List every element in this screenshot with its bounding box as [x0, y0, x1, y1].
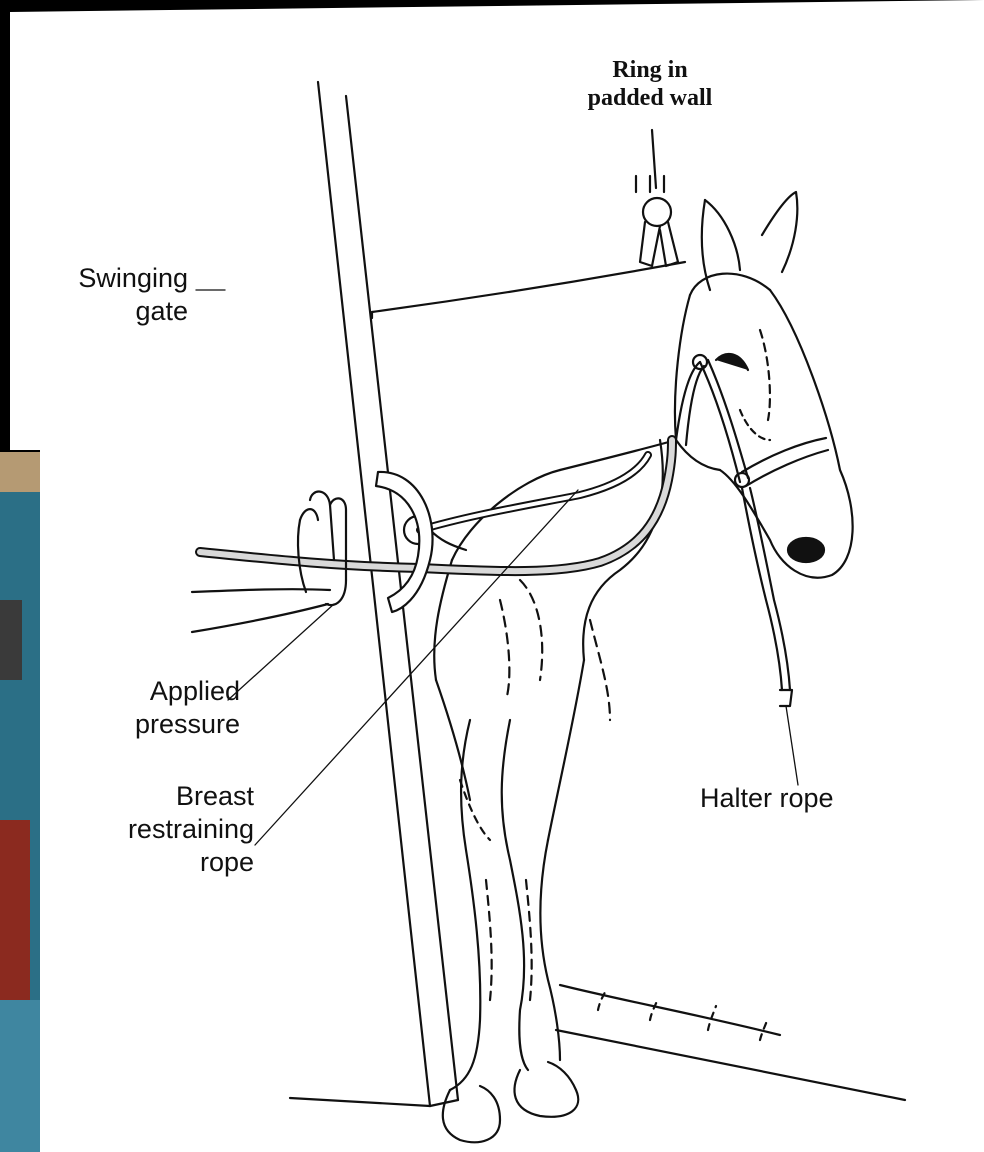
label-halter-rope: Halter rope	[700, 782, 834, 815]
label-ring-in-padded-wall: Ring in padded wall	[545, 56, 755, 112]
background-photo	[0, 452, 40, 1152]
label-applied-line1: Applied	[92, 675, 240, 708]
label-ring-line1: Ring in	[545, 56, 755, 84]
label-applied-line2: pressure	[92, 708, 240, 741]
label-breast-restraining-rope: Breast restraining rope	[74, 780, 254, 879]
label-swinging-line1: Swinging	[40, 262, 188, 295]
label-breast-line1: Breast	[74, 780, 254, 813]
paper	[10, 0, 984, 1152]
label-breast-line2: restraining	[74, 813, 254, 846]
label-breast-line3: rope	[74, 846, 254, 879]
label-swinging-gate: Swinging gate	[40, 262, 188, 328]
label-applied-pressure: Applied pressure	[92, 675, 240, 741]
label-ring-line2: padded wall	[545, 84, 755, 112]
label-swinging-line2: gate	[40, 295, 188, 328]
